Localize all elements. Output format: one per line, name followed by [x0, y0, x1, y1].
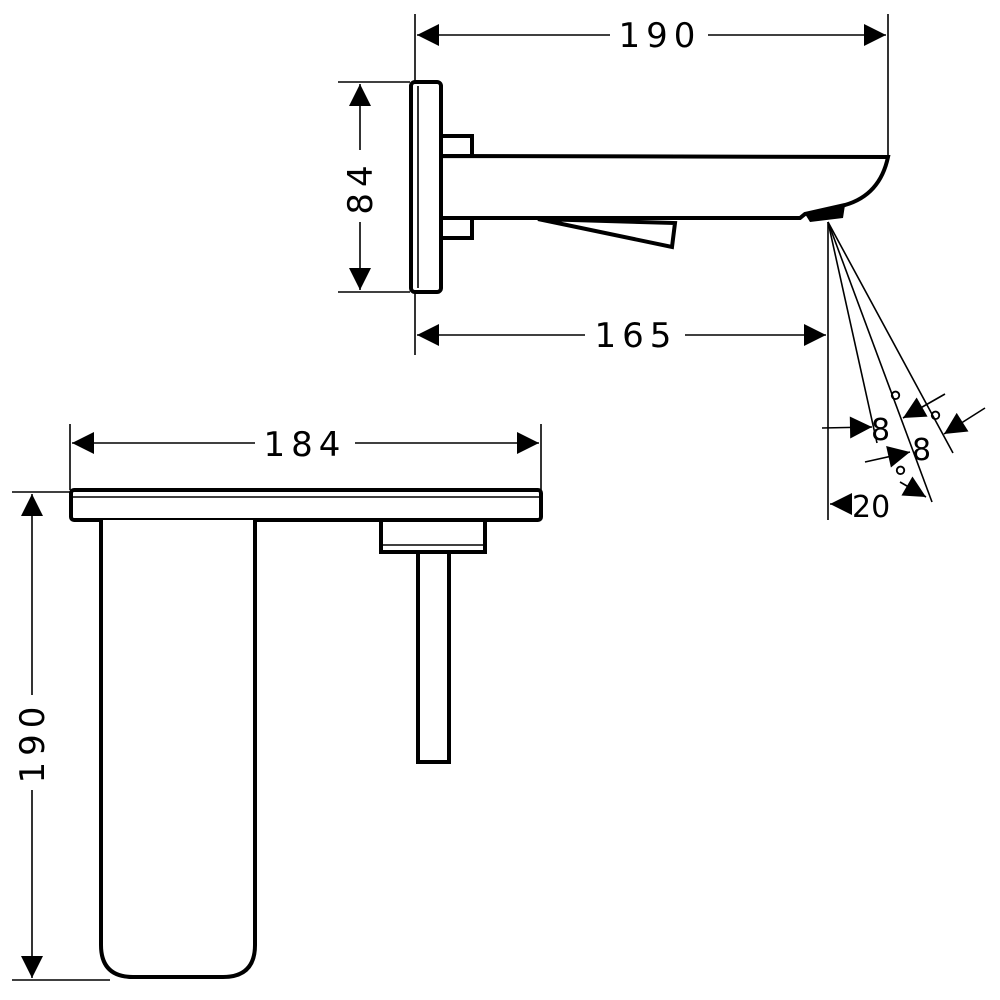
spray-line — [827, 221, 878, 444]
spray-line — [827, 221, 933, 503]
wall-plate — [409, 80, 443, 294]
degree-symbol: ° — [928, 406, 943, 441]
top-view: 184 190 — [12, 424, 543, 981]
angle-arrow — [943, 407, 986, 435]
angle-arrow — [902, 393, 946, 419]
angle-arrow — [899, 476, 927, 498]
angle-arrow — [864, 446, 911, 468]
mount-block-bottom — [439, 216, 474, 240]
degree-symbol: ° — [888, 386, 903, 421]
wall-plate-top — [69, 488, 543, 522]
angle-arrow — [821, 416, 873, 439]
side-view: 190 84 165 8 ° 8 ° 20 ° — [338, 14, 986, 525]
lever-base — [379, 518, 487, 554]
mount-block-top — [439, 134, 474, 158]
degree-symbol: ° — [893, 461, 908, 496]
angle-label-base: 20 — [852, 490, 890, 525]
lever-handle — [416, 550, 451, 764]
spout — [439, 153, 891, 220]
angle-label-1: 8 — [871, 413, 890, 448]
lever — [537, 217, 678, 250]
spout-top — [99, 520, 257, 979]
angle-label-2: 8 — [912, 433, 931, 468]
dimension-overall-length: 190 — [619, 16, 702, 56]
dimension-plate-width: 184 — [264, 425, 347, 465]
aerator — [805, 205, 845, 222]
dimension-spout-reach: 165 — [595, 316, 678, 356]
dimension-plate-height: 84 — [341, 159, 381, 214]
dimension-overall-depth: 190 — [13, 701, 53, 784]
spray-line — [827, 221, 954, 454]
